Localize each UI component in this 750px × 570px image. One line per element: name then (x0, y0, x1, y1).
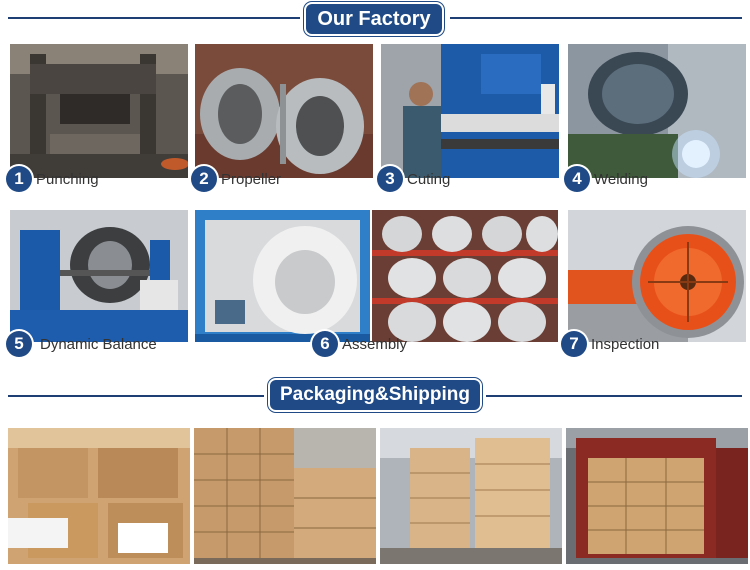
step-label: Propeller (221, 170, 282, 188)
photo-inspection (568, 210, 746, 342)
photo-boxes-open (8, 428, 190, 564)
step-number-badge: 6 (312, 331, 338, 357)
step-label: Dynamic Balance (40, 335, 157, 353)
photo-dynamic-balance (10, 210, 188, 342)
photo-assembly-impellers (372, 210, 558, 342)
step-number-badge: 4 (564, 166, 590, 192)
factory-rule-right (450, 17, 742, 19)
step-number-badge: 2 (191, 166, 217, 192)
shipping-rule-left (8, 395, 264, 397)
step-label: Inspection (591, 335, 660, 353)
step-number-badge: 7 (561, 331, 587, 357)
step-label: Cuting (407, 170, 451, 188)
step-number-badge: 3 (377, 166, 403, 192)
step-welding: 4 Welding (564, 166, 648, 192)
factory-title: Our Factory (306, 4, 442, 34)
step-propeller: 2 Propeller (191, 166, 281, 192)
photo-punching (10, 44, 188, 178)
shipping-title: Packaging&Shipping (270, 380, 480, 410)
step-label: Punching (36, 170, 99, 188)
photo-container-loading (566, 428, 748, 564)
factory-rule-left (8, 17, 300, 19)
photo-boxes-warehouse (380, 428, 562, 564)
step-cutting: 3 Cuting (377, 166, 450, 192)
photo-propeller (195, 44, 373, 178)
step-assembly: 6 Assembly (312, 331, 407, 357)
step-inspection: 7 Inspection (561, 331, 659, 357)
step-number-badge: 1 (6, 166, 32, 192)
photo-welding (568, 44, 746, 178)
step-number-badge: 5 (6, 331, 32, 357)
photo-boxes-stacked (194, 428, 376, 564)
photo-assembly-unit (195, 210, 370, 342)
shipping-rule-right (486, 395, 742, 397)
step-dynamic-balance: 5 Dynamic Balance (6, 331, 157, 357)
photo-cutting (381, 44, 559, 178)
step-punching: 1 Punching (6, 166, 99, 192)
step-label: Welding (594, 170, 648, 188)
step-label: Assembly (342, 335, 408, 353)
